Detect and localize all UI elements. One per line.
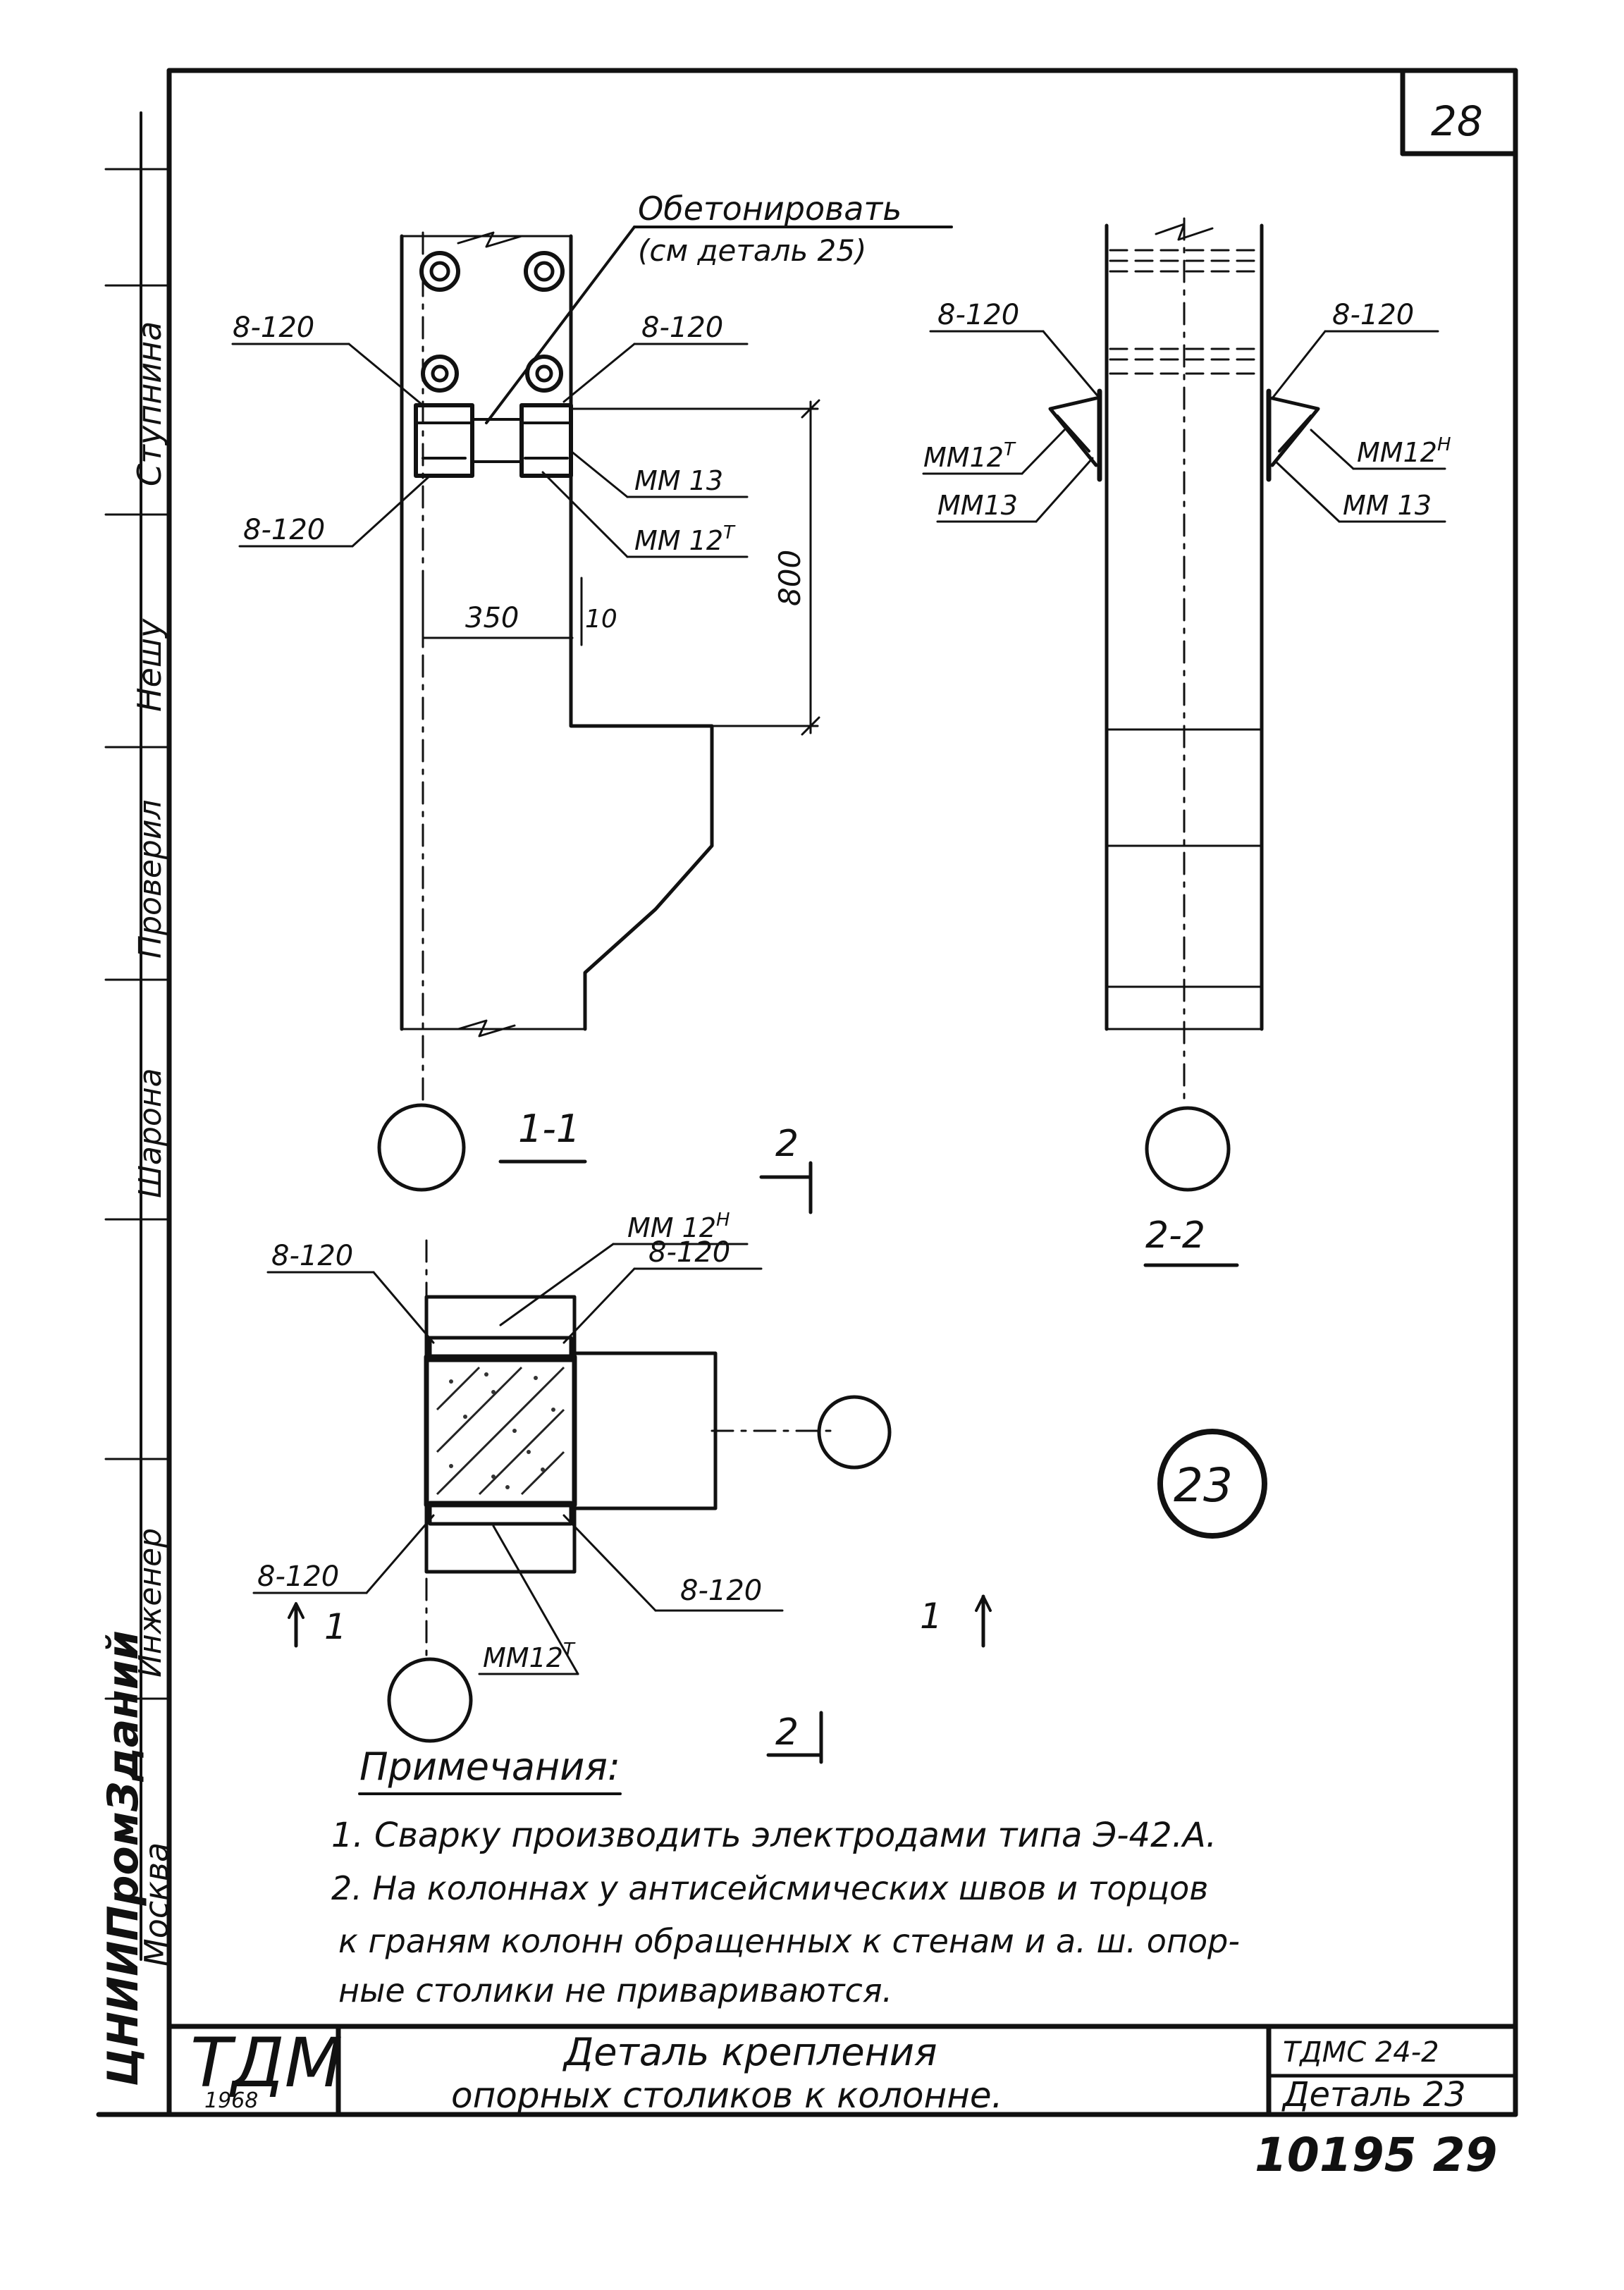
year: 1968 bbox=[204, 2088, 258, 2113]
weld-label-tr: 8-120 bbox=[641, 312, 723, 344]
label-mm12t: ММ 12Т bbox=[634, 522, 736, 556]
vertical-org-name: ЦНИИПромЗданий bbox=[99, 1630, 148, 2086]
margin-label-3: Проверил bbox=[133, 799, 168, 959]
view-1-1: 800 350 10 Обетонировать (см деталь 25) … bbox=[231, 190, 953, 1192]
section-label-1-1: 1-1 bbox=[518, 1107, 580, 1151]
margin-labels: Ступнина Нешу Проверил Шарона Инженер ЦН… bbox=[99, 321, 176, 2086]
cut-marker-2-bottom: 2 bbox=[775, 1711, 799, 1754]
cut-marker-1-left: 1 bbox=[324, 1606, 347, 1647]
view-2-2: 8-120 8-120 ММ12Т ММ13 ММ12Н ММ 13 2-2 bbox=[922, 217, 1451, 1267]
weld-label-2-2-left: 8-120 bbox=[937, 299, 1019, 331]
archive-number: 10195 29 bbox=[1255, 2128, 1497, 2182]
doc-code: ТДМС 24-2 bbox=[1283, 2036, 1439, 2069]
weld-label-2-2-right: 8-120 bbox=[1332, 299, 1414, 331]
label-2-2-mm13-left: ММ13 bbox=[937, 490, 1018, 521]
title-block: ТДМ 1968 Деталь крепления опорных столик… bbox=[166, 2024, 1518, 2182]
callout-see-detail: (см деталь 25) bbox=[638, 233, 866, 268]
callout-concrete: Обетонировать bbox=[638, 190, 902, 228]
sheet-frame bbox=[96, 68, 1518, 2117]
dim-height-800: 800 bbox=[773, 550, 807, 606]
plan-weld-br: 8-120 bbox=[680, 1575, 762, 1607]
plan-weld-bl: 8-120 bbox=[257, 1560, 339, 1593]
cut-marker-1-right: 1 bbox=[920, 1596, 942, 1637]
cut-marker-2-top: 2 bbox=[775, 1123, 799, 1165]
section-label-2-2: 2-2 bbox=[1145, 1214, 1205, 1257]
page-number: 28 bbox=[1431, 97, 1483, 145]
margin-label-5: Инженер bbox=[133, 1528, 168, 1678]
notes: Примечания: 1. Сварку производить электр… bbox=[331, 1744, 1240, 2009]
page-number-box: 28 bbox=[1400, 68, 1518, 156]
label-2-2-mm13-right: ММ 13 bbox=[1343, 490, 1432, 521]
plan-label-mm12t: ММ12Т bbox=[483, 1639, 576, 1673]
note-line-2: 2. На колоннах у антисейсмических швов и… bbox=[331, 1869, 1208, 1907]
note-line-1: 1. Сварку производить электродами типа Э… bbox=[331, 1816, 1217, 1855]
margin-label-4: Шарона bbox=[133, 1068, 168, 1198]
weld-label-bl: 8-120 bbox=[243, 514, 325, 546]
note-line-4: ные столики не привариваются. bbox=[338, 1971, 892, 2009]
dim-width-350: 350 bbox=[465, 602, 519, 634]
detail-number-circle: 23 bbox=[1174, 1458, 1233, 1513]
label-2-2-mm12n: ММ12Н bbox=[1357, 434, 1451, 468]
detail-label: Деталь 23 bbox=[1281, 2075, 1466, 2114]
dim-gap-10: 10 bbox=[585, 605, 617, 634]
note-line-3: к граням колонн обращенных к стенам и а.… bbox=[338, 1922, 1240, 1960]
notes-heading: Примечания: bbox=[359, 1744, 620, 1789]
margin-label-1: Ступнина bbox=[130, 321, 168, 486]
title-line-2: опорных столиков к колонне. bbox=[451, 2075, 1003, 2116]
vertical-city: Москва bbox=[137, 1842, 176, 1966]
org-logo: ТДМ bbox=[190, 2024, 343, 2103]
plan-label-mm12n: ММ 12Н bbox=[627, 1209, 730, 1243]
plan-weld-tr: 8-120 bbox=[648, 1236, 730, 1269]
plan-weld-tl: 8-120 bbox=[271, 1240, 353, 1272]
plan-view: ММ 12Н 8-120 8-120 8-120 8-120 ММ12Т 2 2… bbox=[252, 1123, 1267, 1764]
label-mm13: ММ 13 bbox=[634, 465, 723, 496]
margin-label-2: Нешу bbox=[130, 618, 168, 712]
label-2-2-mm12t: ММ12Т bbox=[923, 439, 1016, 473]
weld-label-tl: 8-120 bbox=[233, 312, 314, 344]
title-line-1: Деталь крепления bbox=[562, 2030, 937, 2074]
